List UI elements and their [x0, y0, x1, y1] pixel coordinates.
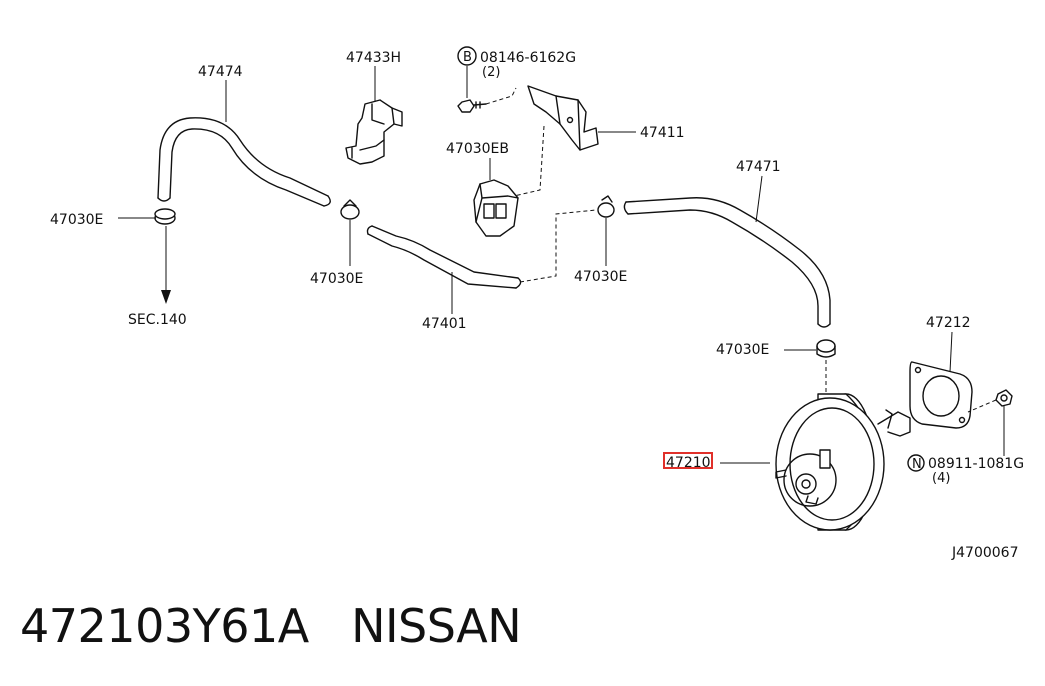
label-47030e-mid: 47030E: [310, 271, 363, 287]
dash-nut-gasket: [967, 399, 997, 413]
label-47433h: 47433H: [346, 50, 401, 66]
dash-bolt-bracket: [485, 87, 517, 105]
label-drawing-no: J4700067: [951, 545, 1018, 561]
bracket-47433h: [345, 99, 403, 165]
label-sec140: SEC.140: [128, 312, 187, 328]
clip-47030eb: [473, 179, 519, 237]
sec140-arrow-icon: [161, 226, 171, 304]
label-47030e-left: 47030E: [50, 212, 103, 228]
label-47210: 47210: [666, 455, 711, 471]
label-47030e-lower: 47030E: [716, 342, 769, 358]
booster-47210: [775, 393, 911, 531]
dash-bracket-clip: [513, 125, 545, 197]
label-47471: 47471: [736, 159, 781, 175]
hose-47471: [623, 197, 831, 328]
leader-47212: [949, 331, 953, 373]
gasket-47212: [909, 361, 973, 429]
label-08146: 08146-6162G: [480, 50, 576, 66]
hose-47401: [366, 225, 522, 289]
highlight-47210: [663, 452, 713, 469]
clamp-47030e-left: [154, 208, 176, 225]
label-47030e-right: 47030E: [574, 269, 627, 285]
clamp-47030e-lower: [816, 339, 836, 358]
label-47212: 47212: [926, 315, 971, 331]
label-n-symbol: N: [912, 457, 922, 472]
bolt-08146: [457, 46, 487, 113]
clamp-47030e-mid: [340, 199, 360, 220]
caption-brand: NISSAN: [351, 599, 522, 653]
bracket-47411: [527, 85, 599, 151]
part-caption: 472103Y61A NISSAN: [20, 596, 1020, 666]
label-08911: 08911-1081G: [928, 456, 1024, 472]
label-08911-qty: (4): [932, 471, 950, 486]
label-47030eb: 47030EB: [446, 141, 509, 157]
label-47474: 47474: [198, 64, 243, 80]
label-47411: 47411: [640, 125, 685, 141]
hose-47474: [157, 117, 331, 207]
label-47401: 47401: [422, 316, 467, 332]
label-08146-qty: (2): [482, 65, 500, 80]
leader-47471: [755, 175, 763, 223]
label-b-symbol: B: [463, 50, 472, 65]
caption-spacer: [309, 599, 351, 653]
clamp-47030e-right: [597, 195, 615, 218]
nut-08911: [907, 389, 1013, 472]
parts-diagram: 47474 47433H B 08146-6162G (2) 47411 470…: [50, 46, 1024, 561]
caption-part-number: 472103Y61A: [20, 599, 309, 653]
